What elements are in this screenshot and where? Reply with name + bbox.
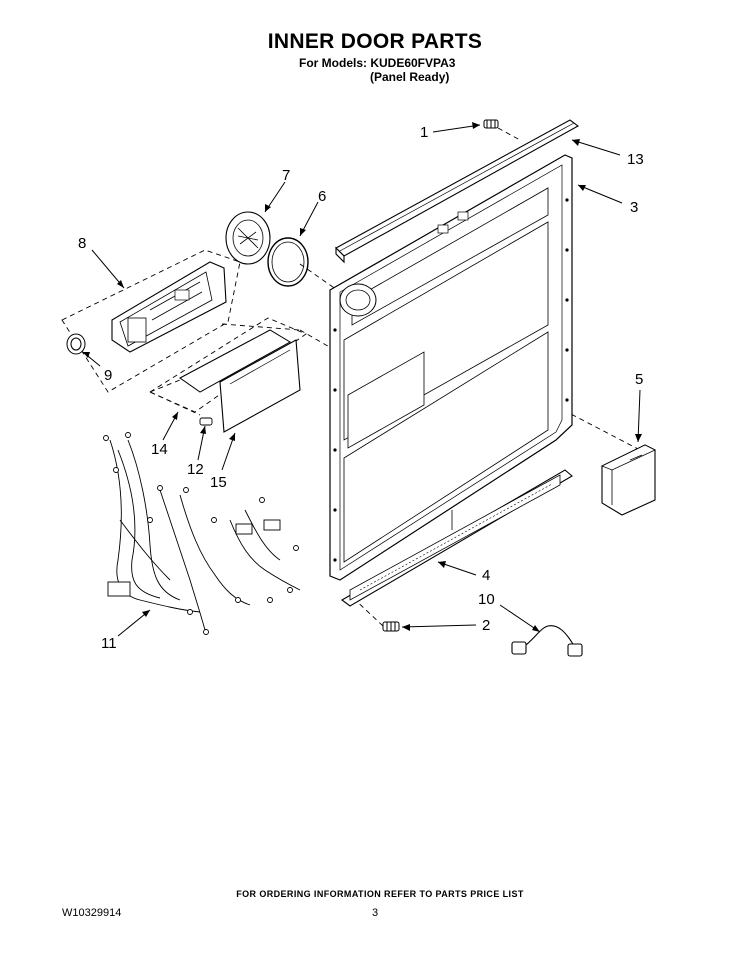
callout-7: 7 [282, 167, 290, 184]
callout-11: 11 [101, 635, 117, 652]
dispenser-knob [66, 333, 86, 355]
callout-1: 1 [420, 124, 428, 141]
callout-9: 9 [104, 367, 112, 384]
screw-bottom-icon [382, 621, 400, 632]
leader-arrowheads [83, 122, 642, 632]
wire-harness [103, 432, 301, 635]
document-number: W10329914 [62, 907, 122, 919]
detergent-dispenser [111, 261, 227, 353]
callout-2: 2 [482, 617, 490, 634]
callout-12: 12 [187, 461, 204, 478]
control-board-group-outline [149, 317, 307, 413]
callout-8: 8 [78, 235, 86, 252]
control-board [219, 339, 301, 433]
board-screw-icon [199, 417, 213, 426]
models-line: For Models: KUDE60FVPA3 [299, 56, 456, 70]
screw-top-icon [483, 119, 499, 129]
control-board-plate [179, 329, 291, 393]
door-top-trim [335, 119, 580, 264]
callout-6: 6 [318, 188, 326, 205]
dispenser-group-outline [61, 249, 241, 393]
door-bottom-trim [341, 469, 573, 607]
page-number: 3 [372, 907, 379, 919]
vent-gasket [267, 237, 309, 287]
ordering-note: FOR ORDERING INFORMATION REFER TO PARTS … [236, 889, 524, 899]
vent-assembly [225, 211, 271, 265]
door-bracket [601, 444, 656, 516]
callout-15: 15 [210, 474, 227, 491]
variant-line: (Panel Ready) [370, 70, 450, 84]
callout-13: 13 [627, 151, 644, 168]
callout-5: 5 [635, 371, 643, 388]
callout-3: 3 [630, 199, 638, 216]
page-title: INNER DOOR PARTS [267, 30, 483, 53]
callout-10: 10 [478, 591, 495, 608]
callout-4: 4 [482, 567, 490, 584]
door-cable [511, 625, 583, 657]
inner-door-panel [329, 154, 573, 581]
callout-14: 14 [151, 441, 168, 458]
